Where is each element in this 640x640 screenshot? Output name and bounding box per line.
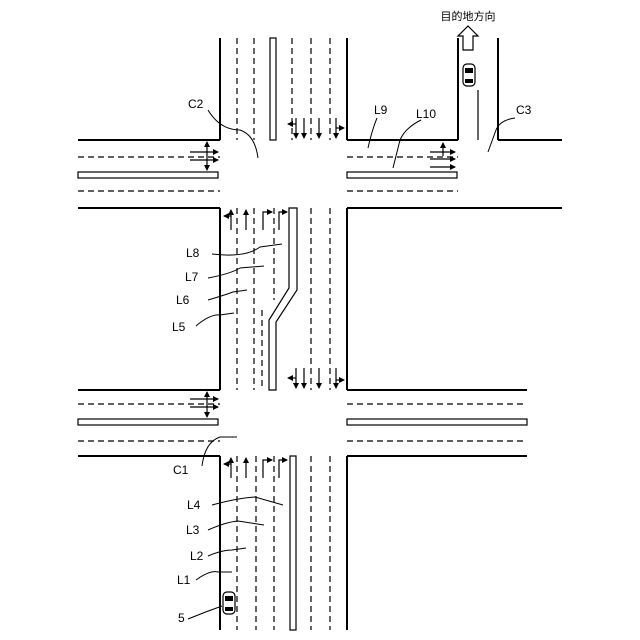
label-l8: L8 [186, 246, 200, 260]
road-edges [78, 38, 562, 630]
medians [78, 38, 527, 630]
destination-indicator: 目的地方向 [441, 9, 496, 50]
car-icon [223, 592, 235, 614]
car-icon [463, 64, 475, 86]
leader-lines [188, 110, 515, 619]
lane-arrow-icon [263, 212, 272, 230]
destination-label: 目的地方向 [441, 9, 496, 23]
label-l9: L9 [374, 103, 388, 117]
label-l4: L4 [187, 498, 201, 512]
label-c1: C1 [173, 463, 189, 477]
label-vehicle-5: 5 [178, 611, 185, 625]
up-arrow-icon [458, 26, 478, 50]
lane-lines [78, 38, 527, 630]
label-l1: L1 [177, 573, 191, 587]
lane-arrow-icon [279, 460, 287, 478]
label-c3: C3 [516, 103, 532, 117]
label-l6: L6 [176, 293, 190, 307]
label-l2: L2 [190, 549, 204, 563]
label-l3: L3 [186, 523, 200, 537]
label-l7: L7 [185, 270, 199, 284]
vehicle-5 [223, 592, 235, 614]
lane-arrow-icon [263, 460, 272, 478]
label-l10: L10 [416, 107, 436, 121]
label-l5: L5 [172, 320, 186, 334]
lane-arrow-icon [279, 212, 287, 230]
label-c2: C2 [188, 97, 204, 111]
